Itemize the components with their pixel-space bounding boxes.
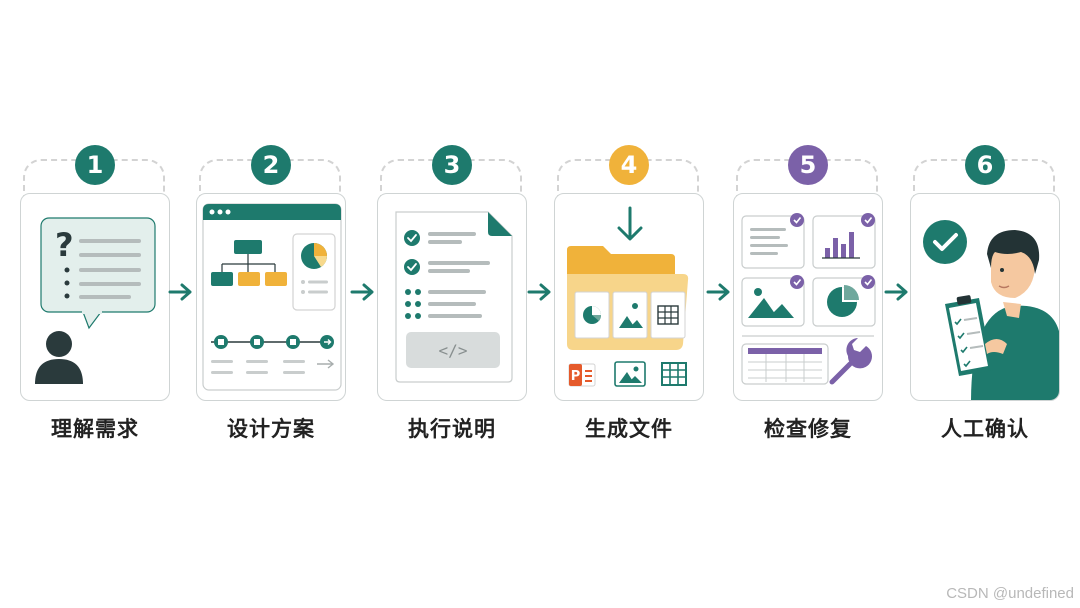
checklist-document-icon: </> xyxy=(395,211,513,383)
arrow-right-icon xyxy=(527,283,551,301)
code-glyph: </> xyxy=(439,341,468,360)
step-card xyxy=(733,193,883,401)
step-label: 人工确认 xyxy=(941,417,1029,441)
step-number-badge: 2 xyxy=(251,145,291,185)
step-label: 理解需求 xyxy=(51,417,139,441)
review-repair-icon xyxy=(741,213,876,385)
arrow-right-icon xyxy=(168,283,192,301)
step-6: 6 xyxy=(910,145,1060,445)
step-card: </> xyxy=(377,193,527,401)
step-label: 设计方案 xyxy=(227,417,315,441)
question-chat-person-icon: ? xyxy=(35,217,156,384)
step-label: 执行说明 xyxy=(408,417,496,441)
step-number-badge: 3 xyxy=(432,145,472,185)
step-label: 检查修复 xyxy=(764,417,852,441)
step-1: 1 ? 理解需求 xyxy=(20,145,170,445)
step-number-badge: 5 xyxy=(788,145,828,185)
step-5: 5 xyxy=(733,145,883,445)
ppt-letter: P xyxy=(571,369,581,384)
person-clipboard-icon xyxy=(923,220,1059,400)
step-4: 4 P xyxy=(554,145,704,445)
step-card xyxy=(910,193,1060,401)
step-number-badge: 6 xyxy=(965,145,1005,185)
arrow-right-icon xyxy=(706,283,730,301)
step-3: 3 xyxy=(377,145,527,445)
design-window-icon xyxy=(202,203,342,391)
watermark: CSDN @undefined xyxy=(946,585,1074,602)
step-number-badge: 4 xyxy=(609,145,649,185)
arrow-right-icon xyxy=(884,283,908,301)
svg-text:?: ? xyxy=(55,226,74,264)
step-card: P xyxy=(554,193,704,401)
step-card xyxy=(196,193,346,401)
arrow-right-icon xyxy=(350,283,374,301)
folder-files-icon: P xyxy=(567,206,689,387)
step-card: ? xyxy=(20,193,170,401)
step-2: 2 xyxy=(196,145,346,445)
step-label: 生成文件 xyxy=(585,417,673,441)
step-number-badge: 1 xyxy=(75,145,115,185)
